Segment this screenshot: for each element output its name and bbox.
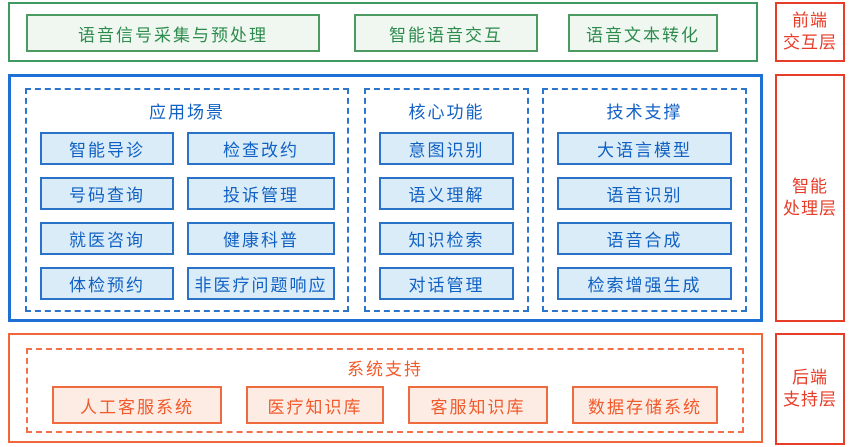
system-support-group: 系统支持 人工客服系统 医疗知识库 客服知识库 数据存储系统: [26, 348, 744, 433]
item-medical-consult: 就医咨询: [40, 222, 174, 255]
backend-layer-container: 系统支持 人工客服系统 医疗知识库 客服知识库 数据存储系统: [8, 333, 763, 443]
item-exam-reschedule: 检查改约: [187, 132, 335, 165]
processing-layer-container: 应用场景 智能导诊 检查改约 号码查询 投诉管理 就医咨询 健康科普 体检预约 …: [8, 74, 763, 322]
column-application-scenarios: 应用场景 智能导诊 检查改约 号码查询 投诉管理 就医咨询 健康科普 体检预约 …: [25, 88, 349, 312]
label-backend-support-layer: 后端 支持层: [775, 333, 845, 445]
frontend-box-voice-interaction: 智能语音交互: [354, 14, 538, 52]
item-nonmedical-response: 非医疗问题响应: [187, 267, 335, 300]
backend-items-row: 人工客服系统 医疗知识库 客服知识库 数据存储系统: [28, 386, 742, 424]
item-rag: 检索增强生成: [557, 267, 732, 300]
item-knowledge-retrieval: 知识检索: [379, 222, 514, 255]
item-large-language-model: 大语言模型: [557, 132, 732, 165]
item-human-service-system: 人工客服系统: [52, 386, 222, 424]
item-checkup-booking: 体检预约: [40, 267, 174, 300]
tech-items-grid: 大语言模型 语音识别 语音合成 检索增强生成: [557, 132, 745, 300]
item-semantic-understanding: 语义理解: [379, 177, 514, 210]
item-smart-triage: 智能导诊: [40, 132, 174, 165]
label-frontend-interaction-layer: 前端 交互层: [775, 2, 845, 62]
item-speech-synthesis: 语音合成: [557, 222, 732, 255]
frontend-layer-container: 语音信号采集与预处理 智能语音交互 语音文本转化: [8, 2, 758, 62]
item-data-storage-system: 数据存储系统: [572, 386, 718, 424]
system-support-title: 系统支持: [347, 360, 423, 380]
item-medical-knowledge-base: 医疗知识库: [246, 386, 384, 424]
item-complaint-management: 投诉管理: [187, 177, 335, 210]
item-intent-recognition: 意图识别: [379, 132, 514, 165]
column-title: 核心功能: [408, 103, 485, 123]
column-core-functions: 核心功能 意图识别 语义理解 知识检索 对话管理: [364, 88, 529, 312]
core-items-grid: 意图识别 语义理解 知识检索 对话管理: [379, 132, 527, 300]
column-title: 应用场景: [149, 103, 225, 123]
application-items-grid: 智能导诊 检查改约 号码查询 投诉管理 就医咨询 健康科普 体检预约 非医疗问题…: [40, 132, 347, 300]
frontend-box-speech-to-text: 语音文本转化: [568, 14, 718, 52]
item-number-query: 号码查询: [40, 177, 174, 210]
item-health-education: 健康科普: [187, 222, 335, 255]
frontend-box-voice-signal: 语音信号采集与预处理: [26, 14, 320, 52]
label-intelligent-processing-layer: 智能 处理层: [775, 74, 845, 322]
item-speech-recognition: 语音识别: [557, 177, 732, 210]
item-service-knowledge-base: 客服知识库: [408, 386, 548, 424]
column-title: 技术支撑: [606, 103, 683, 123]
item-dialog-management: 对话管理: [379, 267, 514, 300]
column-tech-support: 技术支撑 大语言模型 语音识别 语音合成 检索增强生成: [542, 88, 747, 312]
